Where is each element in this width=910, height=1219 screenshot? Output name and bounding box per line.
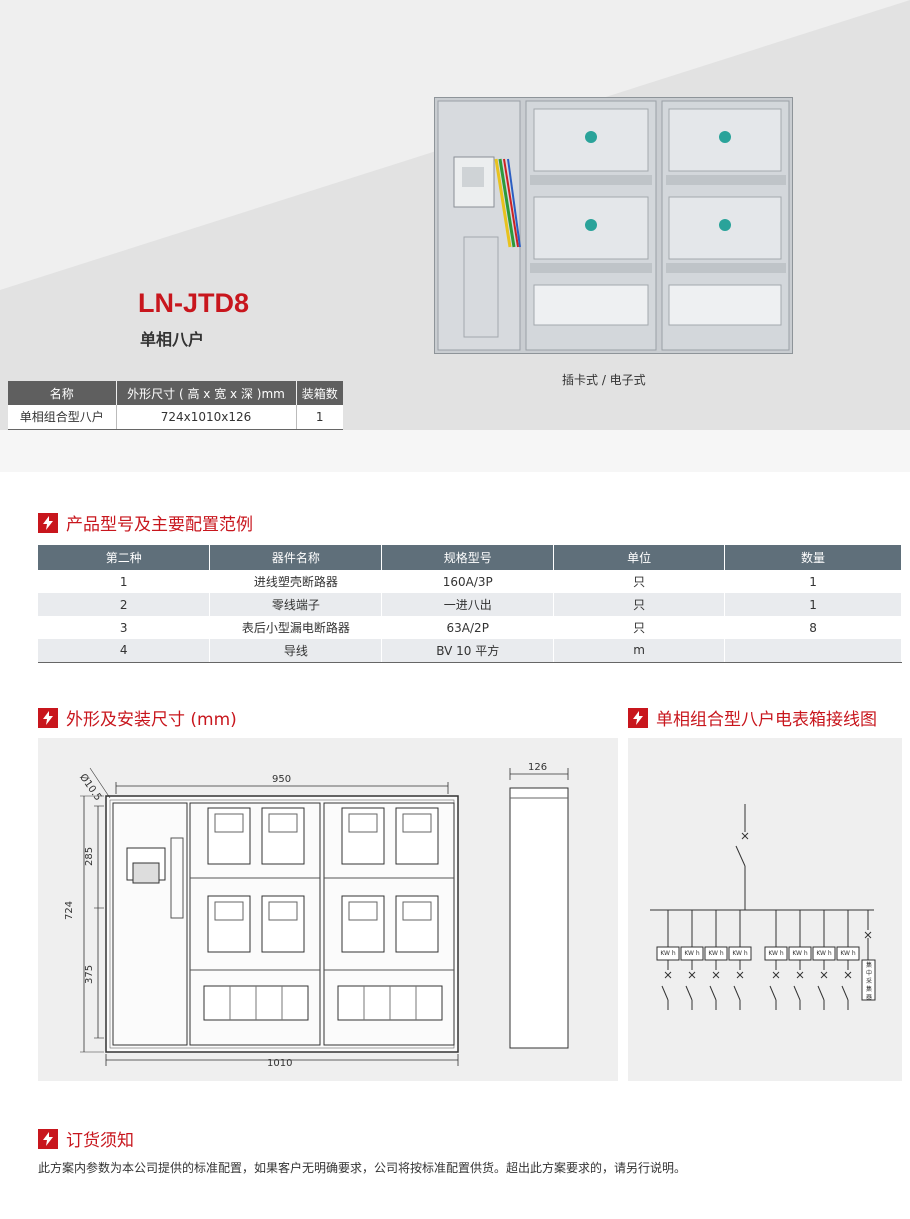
hero-section: LN-JTD8 单相八户 名称 外形尺寸 ( 高 x 宽 x 深 )mm 装箱数… (0, 0, 910, 472)
spec-header-name: 名称 (8, 381, 117, 405)
table-cell: 63A/2P (381, 616, 555, 639)
spec-cell-name: 单相组合型八户 (8, 405, 117, 430)
lightning-icon (628, 707, 648, 728)
meter-label: KW h (708, 950, 724, 957)
ordering-section-title: 订货须知 (38, 1126, 134, 1151)
table-row: 3 表后小型漏电断路器 63A/2P 只 8 (38, 616, 902, 639)
meter-label: KW h (732, 950, 748, 957)
branch-line (664, 971, 672, 979)
table-header: 数量 (724, 545, 902, 570)
spec-header-qty: 装箱数 (296, 381, 343, 405)
table-cell: 零线端子 (209, 593, 383, 616)
dim-height-label: 724 (64, 900, 75, 920)
branch-line (712, 971, 720, 979)
table-header: 器件名称 (209, 545, 383, 570)
branch-line (820, 971, 828, 979)
branch-line (796, 971, 804, 979)
config-title-text: 产品型号及主要配置范例 (66, 515, 253, 535)
branch-line (817, 985, 825, 1001)
table-row: 4 导线 BV 10 平方 m (38, 639, 902, 663)
branch-line (685, 985, 693, 1001)
branch-line (736, 971, 744, 979)
branch-line (793, 985, 801, 1001)
table-cell: 8 (724, 616, 902, 639)
table-cell: 进线塑壳断路器 (209, 570, 383, 593)
table-cell: 表后小型漏电断路器 (209, 616, 383, 639)
dimension-drawing-panel: 950 1010 126 Ø10.5 724 285 375 (38, 738, 618, 1081)
dim-depth-label: 126 (528, 762, 548, 773)
wiring-title-text: 单相组合型八户电表箱接线图 (656, 710, 877, 730)
lightning-icon (38, 1128, 58, 1149)
table-cell: 1 (38, 570, 211, 593)
config-table: 第二种 器件名称 规格型号 单位 数量 1 进线塑壳断路器 160A/3P 只 … (38, 545, 902, 663)
table-cell: 1 (724, 570, 902, 593)
table-header: 规格型号 (381, 545, 555, 570)
model-number: LN-JTD8 (138, 288, 250, 318)
meter-label: KW h (768, 950, 784, 957)
table-cell: 一进八出 (381, 593, 555, 616)
branch-line (844, 971, 852, 979)
table-cell: m (553, 639, 726, 663)
table-header-row: 第二种 器件名称 规格型号 单位 数量 (38, 545, 902, 570)
table-cell: BV 10 平方 (381, 639, 555, 663)
branch-line (661, 985, 669, 1001)
lightning-icon (38, 512, 58, 533)
spec-table: 名称 外形尺寸 ( 高 x 宽 x 深 )mm 装箱数 单相组合型八户 724x… (8, 381, 343, 430)
meter-label: KW h (840, 950, 856, 957)
branch-line (769, 985, 777, 1001)
spec-cell-size: 724x1010x126 (116, 405, 297, 430)
dim-upper-label: 285 (84, 846, 95, 866)
table-cell: 3 (38, 616, 211, 639)
spec-cell-qty: 1 (296, 405, 343, 430)
branch-line (733, 985, 741, 1001)
photo-caption: 插卡式 / 电子式 (562, 373, 646, 387)
table-row: 1 进线塑壳断路器 160A/3P 只 1 (38, 570, 902, 593)
table-header: 单位 (553, 545, 726, 570)
table-cell: 1 (724, 593, 902, 616)
table-cell: 只 (553, 616, 726, 639)
meter-label: KW h (684, 950, 700, 957)
wiring-section-title: 单相组合型八户电表箱接线图 (628, 705, 877, 730)
table-cell: 2 (38, 593, 211, 616)
wiring-diagram (650, 804, 876, 1010)
dim-lower-label: 375 (84, 964, 95, 984)
table-cell: 4 (38, 639, 211, 663)
table-cell: 导线 (209, 639, 383, 663)
branch-line (709, 985, 717, 1001)
table-cell: 只 (553, 570, 726, 593)
table-cell: 只 (553, 593, 726, 616)
product-photo (434, 97, 793, 354)
wiring-diagram-panel: 集中采集器 KW h KW h KW h KW h KW h KW h KW h KW h (628, 738, 902, 1081)
table-header: 第二种 (38, 545, 211, 570)
dim-outer-width-label: 1010 (267, 1058, 293, 1069)
branch-line (772, 971, 780, 979)
spec-header-size: 外形尺寸 ( 高 x 宽 x 深 )mm (116, 381, 297, 405)
dimensions-section-title: 外形及安装尺寸 (mm) (38, 705, 237, 730)
ordering-title-text: 订货须知 (66, 1131, 134, 1151)
meter-label: KW h (660, 950, 676, 957)
meter-label: KW h (792, 950, 808, 957)
model-subtitle: 单相八户 (140, 330, 205, 349)
collector-label: 集中采集器 (865, 962, 872, 1001)
dim-width-label: 950 (272, 774, 292, 785)
dimension-drawing (80, 767, 569, 1066)
branch-line (688, 971, 696, 979)
config-section-title: 产品型号及主要配置范例 (38, 510, 253, 535)
branch-line (841, 985, 849, 1001)
dimensions-title-text: 外形及安装尺寸 (mm) (66, 710, 237, 730)
table-cell (724, 639, 902, 663)
lightning-icon (38, 707, 58, 728)
ordering-note: 此方案内参数为本公司提供的标准配置，如果客户无明确要求，公司将按标准配置供货。超… (38, 1161, 687, 1175)
meter-label: KW h (816, 950, 832, 957)
table-row: 2 零线端子 一进八出 只 1 (38, 593, 902, 616)
table-cell: 160A/3P (381, 570, 555, 593)
